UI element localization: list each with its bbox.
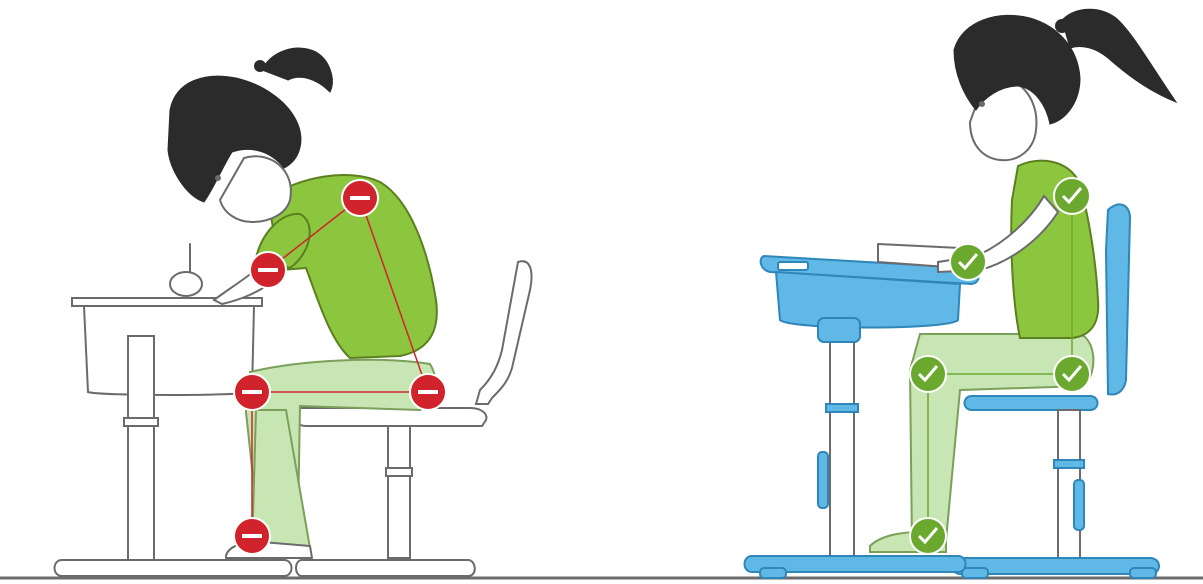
good-marker-ankle [910, 518, 946, 554]
bad-marker-elbow [250, 252, 286, 288]
good-marker-elbow [950, 244, 986, 280]
minus-icon [242, 534, 262, 538]
incorrect-posture-scene [55, 48, 532, 576]
minus-icon [350, 196, 370, 200]
bad-marker-knee [410, 374, 446, 410]
minus-icon [258, 268, 278, 272]
correct-posture-scene [745, 9, 1177, 578]
good-marker-hip [910, 356, 946, 392]
minus-icon [242, 390, 262, 394]
right-girl-head [954, 9, 1176, 160]
bad-marker-neck [342, 180, 378, 216]
good-marker-shoulder [1054, 178, 1090, 214]
bad-marker-hip [234, 374, 270, 410]
minus-icon [418, 390, 438, 394]
good-marker-knee [1054, 356, 1090, 392]
bad-marker-ankle [234, 518, 270, 554]
